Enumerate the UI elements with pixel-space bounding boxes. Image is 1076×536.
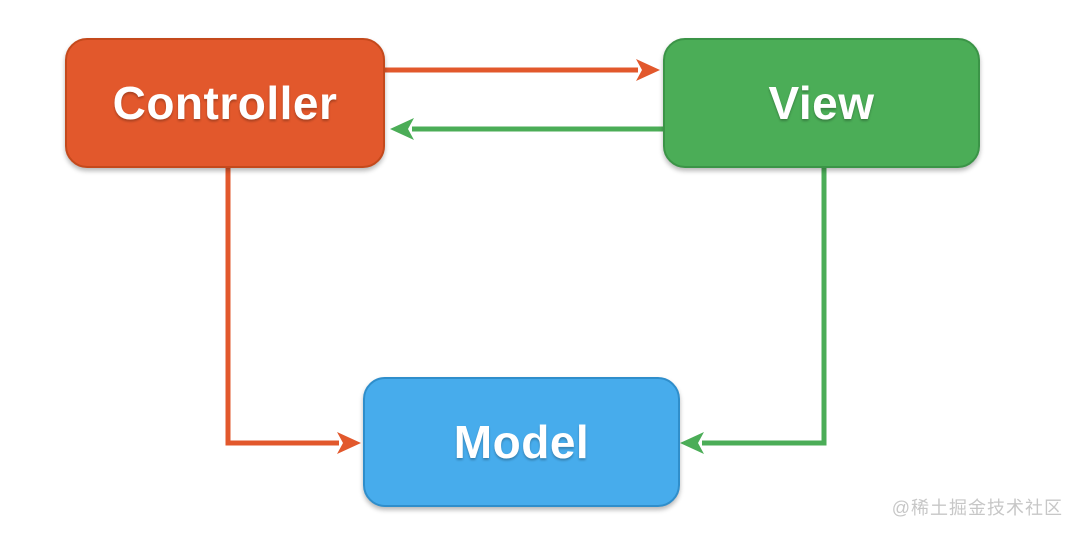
node-view-label: View [768, 77, 875, 129]
node-view: View [663, 38, 980, 168]
node-controller-label: Controller [112, 77, 338, 129]
edge-controller-to-model [225, 168, 361, 454]
edge-view-to-model [680, 168, 827, 454]
watermark: @稀土掘金技术社区 [891, 498, 1063, 518]
node-controller: Controller [65, 38, 385, 168]
node-model: Model [363, 377, 680, 507]
node-model-label: Model [453, 416, 590, 468]
